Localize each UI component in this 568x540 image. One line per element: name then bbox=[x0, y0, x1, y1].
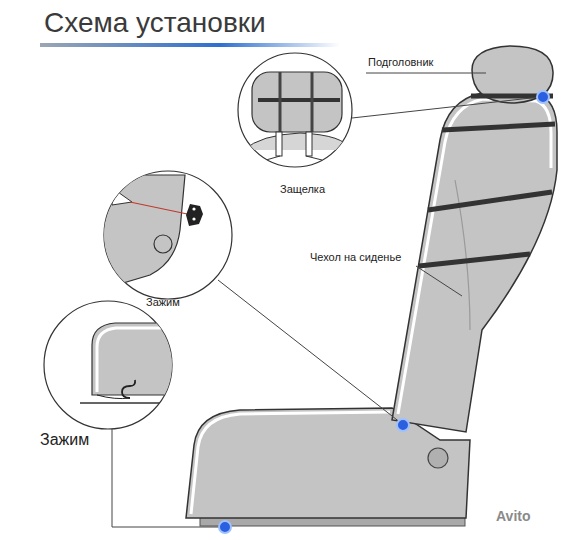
seat-back bbox=[392, 93, 557, 432]
title-underline bbox=[40, 43, 340, 47]
latch-detail bbox=[244, 72, 350, 160]
part-label: Защелка bbox=[280, 183, 325, 196]
leader-line bbox=[416, 266, 462, 296]
attach-point bbox=[397, 419, 409, 431]
diagram-title: Схема установки bbox=[44, 6, 266, 40]
part-label: Чехол на сиденье bbox=[310, 251, 401, 264]
leader-line bbox=[218, 280, 401, 423]
strap bbox=[419, 254, 530, 266]
attach-point bbox=[537, 91, 549, 103]
watermark: Avito bbox=[496, 508, 530, 525]
attach-point bbox=[219, 521, 231, 533]
recliner-knob bbox=[428, 448, 448, 468]
leader-line bbox=[352, 97, 540, 118]
leader-line bbox=[112, 429, 222, 527]
strap bbox=[442, 124, 555, 130]
part-label: Зажим bbox=[146, 296, 180, 309]
detail-circle bbox=[238, 53, 352, 167]
cover-edge bbox=[398, 99, 551, 414]
part-label: Подголовник bbox=[368, 56, 433, 69]
strap bbox=[428, 192, 552, 210]
part-label: Зажим bbox=[40, 430, 89, 449]
leader-line bbox=[366, 73, 486, 74]
headrest bbox=[472, 46, 553, 103]
cover-edge bbox=[191, 412, 390, 514]
clip-detail bbox=[100, 175, 203, 290]
hook-detail bbox=[80, 323, 180, 403]
